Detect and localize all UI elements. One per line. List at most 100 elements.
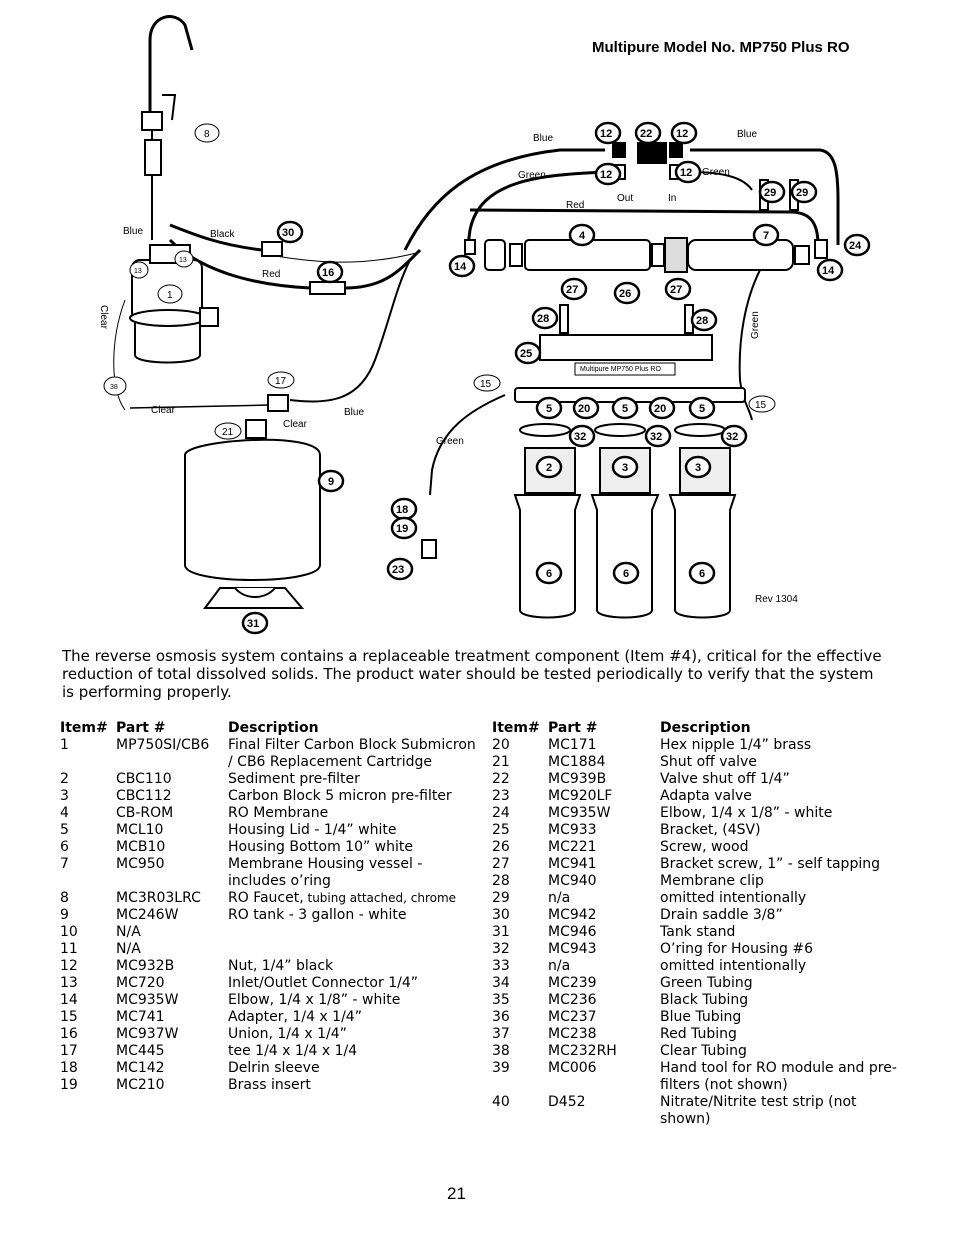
callout-28a: 28 <box>531 306 559 330</box>
tube-labels: Blue Blue Green Green Red Out In Blue Bl… <box>98 129 798 605</box>
part-number: MC940 <box>548 873 597 889</box>
description-text: Final Filter Carbon Block Submicron / CB… <box>228 737 476 770</box>
part-number: MC937W <box>116 1026 179 1042</box>
item-number: 13 <box>60 975 78 991</box>
label-clear-bottom: Clear <box>151 405 176 416</box>
callout-31: 31 <box>241 611 269 635</box>
svg-text:16: 16 <box>322 267 334 279</box>
item-number: 15 <box>60 1009 78 1025</box>
part-number: MC237 <box>548 1009 597 1025</box>
callout-21: 21 <box>214 422 242 440</box>
svg-text:32: 32 <box>726 431 738 443</box>
svg-text:24: 24 <box>849 240 862 252</box>
callout-5a: 5 <box>535 396 563 420</box>
item-number: 33 <box>492 958 510 974</box>
svg-text:2: 2 <box>546 462 552 474</box>
svg-text:14: 14 <box>454 261 467 273</box>
header-item: Item# <box>492 720 540 736</box>
svg-text:20: 20 <box>578 403 590 415</box>
description-text: Nitrate/Nitrite test strip (not shown) <box>660 1094 857 1127</box>
part-number: n/a <box>548 958 571 974</box>
svg-text:28: 28 <box>696 315 708 327</box>
callout-2: 2 <box>535 455 563 479</box>
item-number: 12 <box>60 958 78 974</box>
description-text: Black Tubing <box>660 992 749 1008</box>
part-description: Adapter, 1/4 x 1/4” <box>228 1009 478 1026</box>
item-number: 14 <box>60 992 78 1008</box>
part-description: Adapta valve <box>660 788 910 805</box>
description-text: Inlet/Outlet Connector 1/4” <box>228 975 418 991</box>
item-number: 26 <box>492 839 510 855</box>
label-red-top: Red <box>566 200 584 211</box>
part-number: MC933 <box>548 822 597 838</box>
svg-text:38: 38 <box>110 384 118 391</box>
part-number: MC946 <box>548 924 597 940</box>
part-description <box>228 941 478 958</box>
svg-text:17: 17 <box>275 376 287 387</box>
callout-12a: 12 <box>594 121 622 145</box>
svg-text:13: 13 <box>134 268 142 275</box>
part-description: Screw, wood <box>660 839 910 856</box>
callout-12c: 12 <box>594 162 622 186</box>
svg-text:14: 14 <box>822 265 835 277</box>
svg-text:15: 15 <box>480 379 492 390</box>
part-number: MC246W <box>116 907 179 923</box>
label-clear-tee: Clear <box>283 419 308 430</box>
item-number: 3 <box>60 788 69 804</box>
svg-text:5: 5 <box>622 403 628 415</box>
part-number: MC939B <box>548 771 607 787</box>
part-description: Black Tubing <box>660 992 910 1009</box>
bracket-label: Multipure MP750 Plus RO <box>580 366 661 373</box>
svg-text:4: 4 <box>579 230 586 242</box>
parts-diagram: Multipure MP750 Plus RO 12 22 12 <box>98 15 871 635</box>
part-description: Inlet/Outlet Connector 1/4” <box>228 975 478 992</box>
part-description: omitted intentionally <box>660 958 910 975</box>
callout-17: 17 <box>267 371 295 389</box>
part-description: Tank stand <box>660 924 910 941</box>
callout-29a: 29 <box>758 180 786 204</box>
callout-29b: 29 <box>790 180 818 204</box>
part-number: n/a <box>548 890 571 906</box>
description-text: Hex nipple 1/4” brass <box>660 737 812 753</box>
part-number: MC935W <box>116 992 179 1008</box>
svg-text:12: 12 <box>676 128 688 140</box>
callout-20a: 20 <box>572 396 600 420</box>
description-note: tubing attached, chrome <box>303 891 457 905</box>
callout-5c: 5 <box>688 396 716 420</box>
part-description: omitted intentionally <box>660 890 910 907</box>
final-filter <box>129 244 219 364</box>
description-text: RO Membrane <box>228 805 329 821</box>
part-number: MC935W <box>548 805 611 821</box>
part-number: MC942 <box>548 907 597 923</box>
description-text: RO Faucet, <box>228 890 304 906</box>
callout-8: 8 <box>194 123 220 143</box>
callout-19: 19 <box>390 516 418 540</box>
label-blue-top-right: Blue <box>737 129 757 140</box>
label-blue-bottom: Blue <box>344 407 364 418</box>
callout-6a: 6 <box>535 561 563 585</box>
part-description: Bracket, (4SV) <box>660 822 910 839</box>
part-description: Housing Bottom 10” white <box>228 839 478 856</box>
tubing <box>113 120 840 496</box>
item-number: 10 <box>60 924 78 940</box>
description-text: Housing Lid - 1/4” white <box>228 822 397 838</box>
part-description <box>228 924 478 941</box>
description-text: omitted intentionally <box>660 958 807 974</box>
svg-text:12: 12 <box>600 169 612 181</box>
callout-27b: 27 <box>664 277 692 301</box>
svg-text:31: 31 <box>247 618 259 630</box>
header-part: Part # <box>548 720 598 736</box>
description-text: O’ring for Housing #6 <box>660 941 814 957</box>
label-green-top-left: Green <box>518 170 546 181</box>
callout-14a: 14 <box>448 254 476 278</box>
